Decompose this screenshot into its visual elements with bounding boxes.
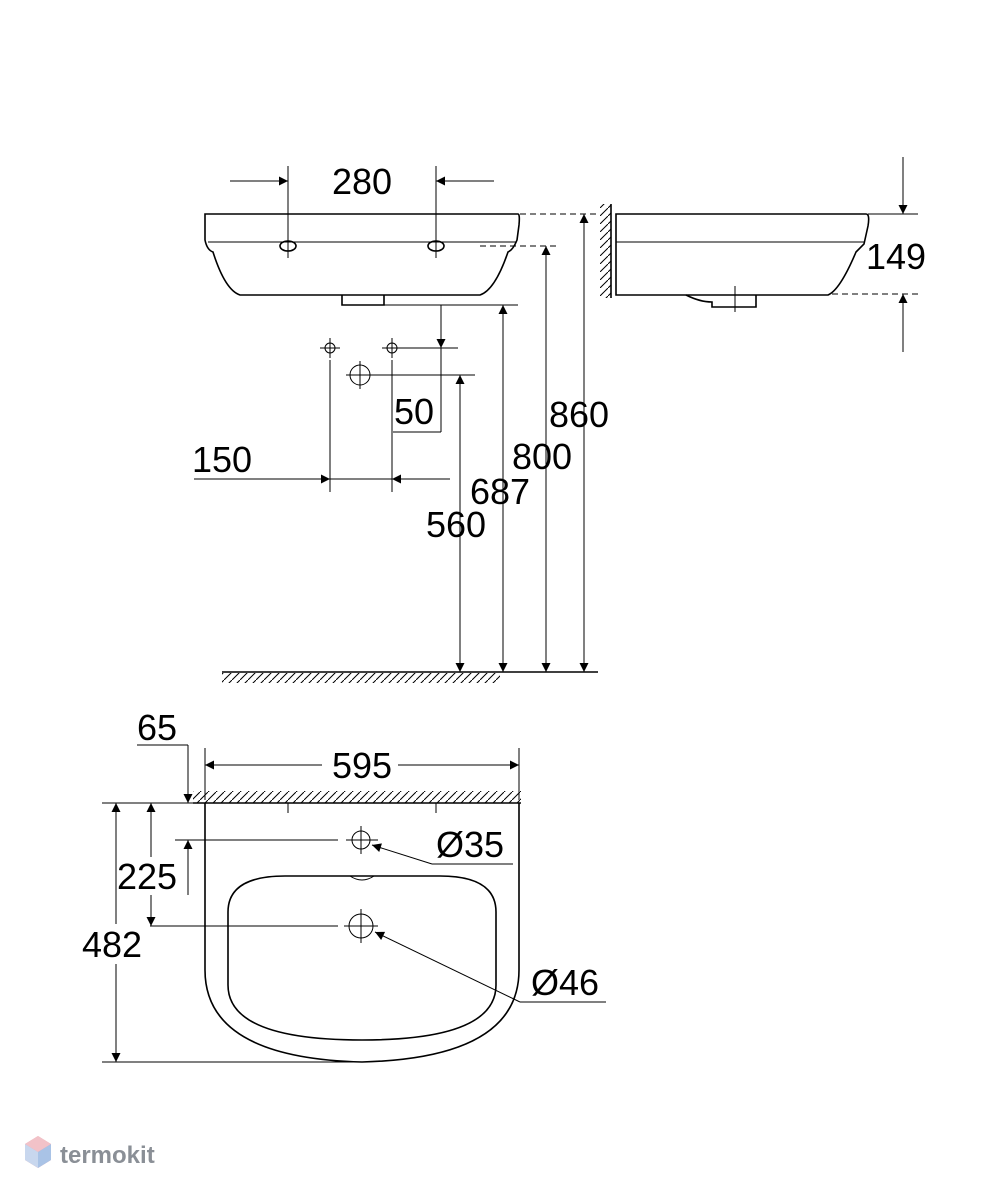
supply-points: 50 150 [192, 305, 475, 492]
watermark: termokit [25, 1136, 155, 1169]
dim-side-depth: 149 [866, 236, 926, 277]
height-dimensions: 560 687 800 860 [426, 214, 609, 672]
dim-label-bg [80, 924, 150, 964]
front-basin-outline [204, 213, 521, 296]
front-view: 280 [204, 161, 521, 306]
leader-arrow [374, 931, 521, 1003]
dim-width: 595 [332, 745, 392, 786]
dim-tap-hole-spacing: 280 [332, 161, 392, 202]
dim-supply-offset: 50 [394, 391, 434, 432]
top-bowl-outline [227, 875, 497, 1041]
dim-underside-height: 800 [512, 436, 572, 477]
front-waste-outlet [341, 295, 385, 306]
dim-supply-height: 560 [426, 504, 486, 545]
watermark-text: termokit [60, 1142, 155, 1169]
wall-hatch [600, 204, 611, 298]
overflow-slot [349, 875, 375, 881]
dim-label-bg [116, 857, 186, 895]
side-view: 149 [600, 157, 926, 352]
dim-wall-offset: 65 [137, 707, 177, 748]
dim-tap-hole-distance: 225 [117, 856, 177, 897]
dim-waste-height: 687 [470, 471, 530, 512]
dim-rim-height: 860 [549, 394, 609, 435]
side-basin-outline [615, 213, 870, 296]
dim-overall-depth: 482 [82, 924, 142, 965]
dim-label-bg [322, 745, 398, 783]
top-view: Ø35 Ø46 595 65 225 482 [80, 707, 606, 1063]
wall-hatch-top [193, 791, 521, 803]
leader-arrow [371, 843, 433, 865]
termokit-logo-icon [25, 1136, 51, 1168]
dim-tap-hole-diameter: Ø35 [436, 824, 504, 865]
floor [222, 671, 598, 683]
dim-waste-diameter: Ø46 [531, 962, 599, 1003]
floor-hatch [222, 673, 500, 683]
side-waste-outlet [685, 294, 757, 308]
dim-supply-spacing: 150 [192, 439, 252, 480]
